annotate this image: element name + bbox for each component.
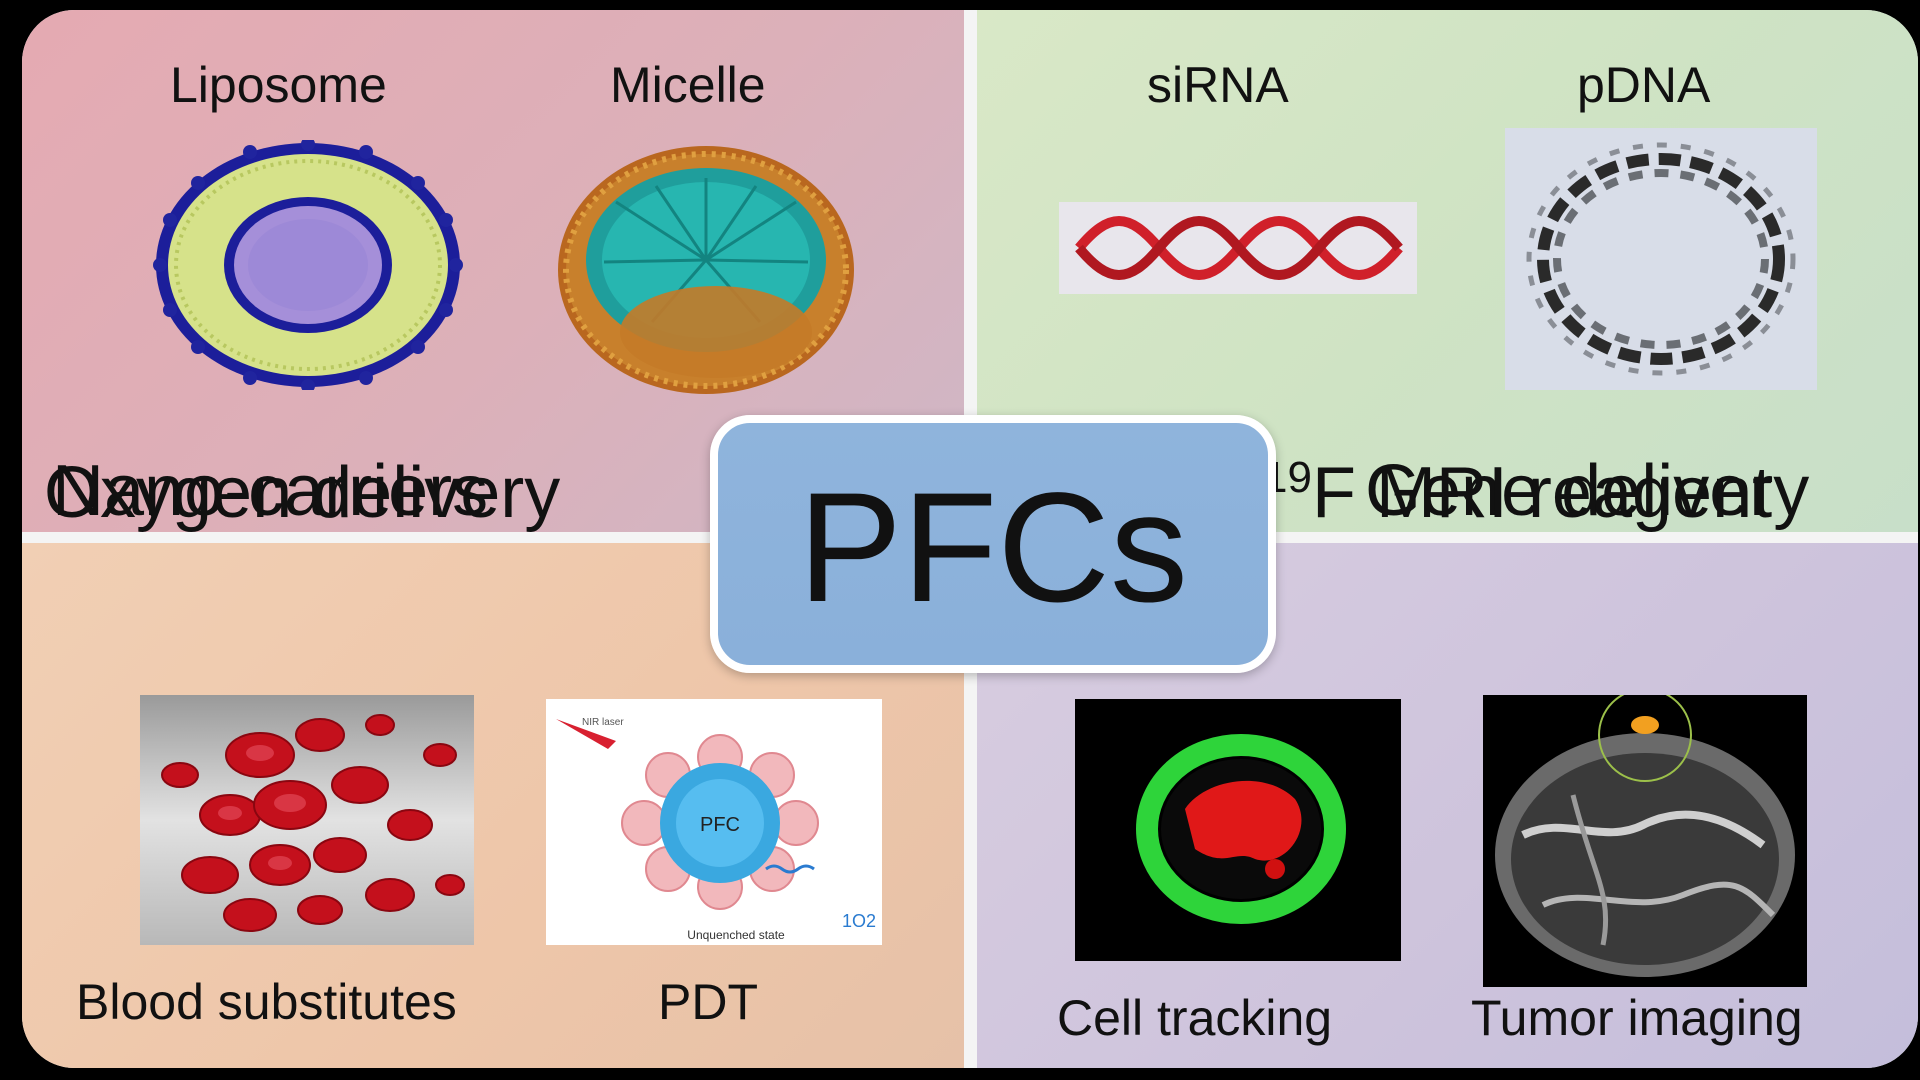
pdt-core-text: PFC <box>700 814 740 836</box>
cell-tracking-label: Cell tracking <box>1057 990 1333 1046</box>
cell-tracking-image <box>1075 699 1401 961</box>
quadrant-nano-carriers: Liposome Micelle <box>22 10 964 532</box>
sirna-image <box>1059 202 1417 294</box>
micelle-image <box>556 142 856 397</box>
nano-carriers-heading: Nano-carriers <box>52 451 489 531</box>
pdna-label: pDNA <box>1577 57 1711 113</box>
blood-substitutes-label: Blood substitutes <box>76 974 457 1030</box>
blood-substitutes-image <box>140 695 474 945</box>
pfc-applications-diagram: Liposome Micelle <box>22 10 1918 1068</box>
liposome-image <box>152 140 464 390</box>
quadrant-oxygen-delivery: Oxygen delivery <box>22 453 964 1068</box>
mri-reagent-heading: 19F MRI reagent <box>1263 452 1772 534</box>
liposome-label: Liposome <box>170 57 387 113</box>
gene-delivery-heading: Gene delivery <box>1365 451 1810 531</box>
pdt-image: NIR laser PFC 1O2 Unquenched state <box>546 699 882 945</box>
pdt-product-text: 1O2 <box>842 911 876 931</box>
tumor-imaging-image <box>1483 695 1807 987</box>
mri-heading-text: F MRI reagent <box>1311 453 1773 533</box>
sirna-label: siRNA <box>1147 57 1289 113</box>
pfcs-center-box: PFCs <box>710 415 1276 673</box>
oxygen-delivery-heading: Oxygen delivery <box>44 453 561 533</box>
pdt-laser-text: NIR laser <box>582 717 624 728</box>
pfcs-title: PFCs <box>798 461 1188 635</box>
tumor-imaging-label: Tumor imaging <box>1471 990 1803 1046</box>
pdt-label: PDT <box>658 974 758 1030</box>
micelle-label: Micelle <box>610 57 766 113</box>
pdt-caption-text: Unquenched state <box>687 928 785 942</box>
pdna-image <box>1505 128 1817 390</box>
